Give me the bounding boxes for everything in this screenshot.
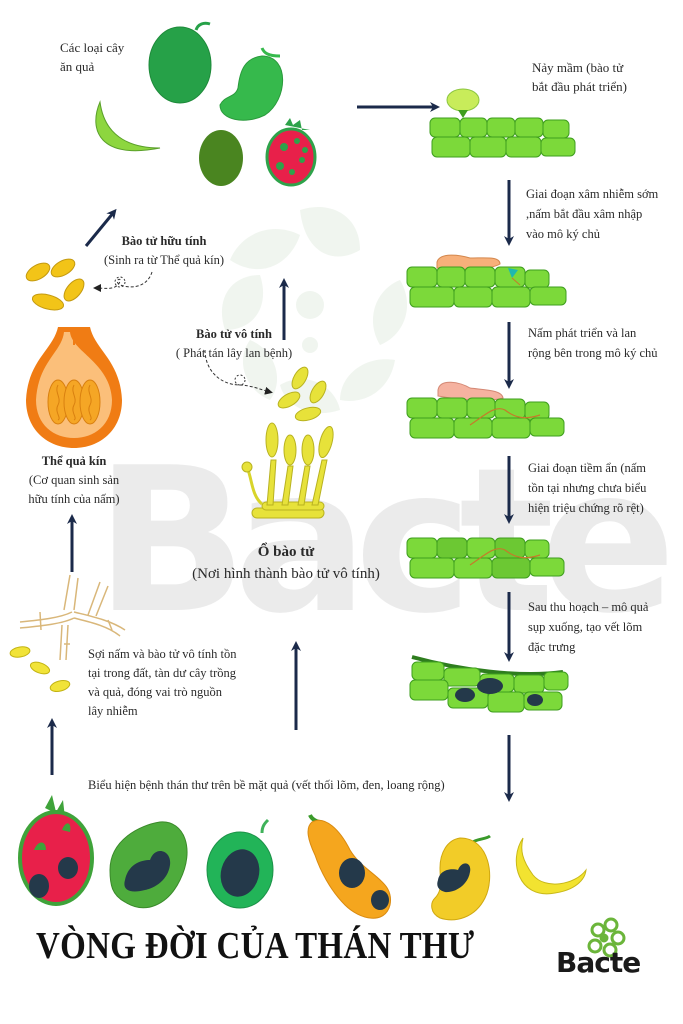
- guava-diseased-icon: [206, 818, 274, 909]
- tissue-early-infection-icon: [406, 254, 567, 308]
- acervulus-label: Ổ bào tử (Nơi hình thành bào tử vô tính): [192, 544, 380, 582]
- tissue-collapsed-icon: [409, 655, 569, 713]
- conidia-label: Bào tử vô tính ( Phát tán lây lan bệnh): [175, 327, 293, 360]
- bacte-logo-icon: [587, 917, 626, 958]
- symptoms-label: Biểu hiện bệnh thán thư trên bề mặt quả …: [88, 778, 445, 792]
- svg-text:Bacte: Bacte: [95, 425, 667, 658]
- page-title: VÒNG ĐỜI CỦA THÁN THƯ: [36, 926, 475, 968]
- avocado-icon: [199, 130, 243, 186]
- conidia-icon: [277, 366, 327, 422]
- soil-spores-icon: [9, 646, 71, 692]
- dragon-fruit-diseased-icon: [18, 795, 94, 906]
- perithecium-icon: [26, 327, 122, 448]
- papaya-diseased-icon: [307, 814, 391, 919]
- germination-label: Nảy mầm (bào tử bắt đầu phát triển): [532, 60, 627, 94]
- fungal-growth-label: Nấm phát triển và lan rộng bên trong mô …: [528, 326, 658, 360]
- banana-icon: [95, 100, 161, 152]
- perithecium-label: Thể quả kín (Cơ quan sinh sản hữu tính c…: [28, 454, 120, 506]
- tissue-germination-icon: [429, 88, 576, 158]
- overwintering-label: Sợi nấm và bào tử vô tính tồn tại trong …: [88, 647, 237, 718]
- post-harvest-label: Sau thu hoạch – mô quả sụp xuống, tạo vế…: [528, 600, 649, 654]
- tissue-latent-icon: [406, 537, 565, 579]
- latent-stage-label: Giai đoạn tiềm ẩn (nấm tồn tại nhưng chư…: [528, 461, 647, 515]
- acervulus-icon: [241, 422, 334, 519]
- host-fruits-label: Các loại cây ăn quả: [60, 40, 125, 74]
- early-infection-label: Giai đoạn xâm nhiễm sớm ,nấm bắt đầu xâm…: [526, 187, 659, 241]
- mango-diseased-icon: [431, 834, 491, 921]
- banana-diseased-icon: [515, 837, 587, 895]
- bacte-logo: Bacte: [556, 946, 641, 979]
- ascospores-icon: [25, 258, 85, 311]
- hyphae-icon: [19, 574, 126, 661]
- avocado-diseased-icon: [109, 821, 188, 909]
- ascospore-label: Bào tử hữu tính (Sinh ra từ Thể quả kín): [103, 234, 225, 267]
- guava-icon: [148, 21, 212, 104]
- mango-icon: [219, 47, 284, 121]
- dragon-fruit-icon: [265, 118, 317, 187]
- tissue-fungal-growth-icon: [406, 381, 565, 439]
